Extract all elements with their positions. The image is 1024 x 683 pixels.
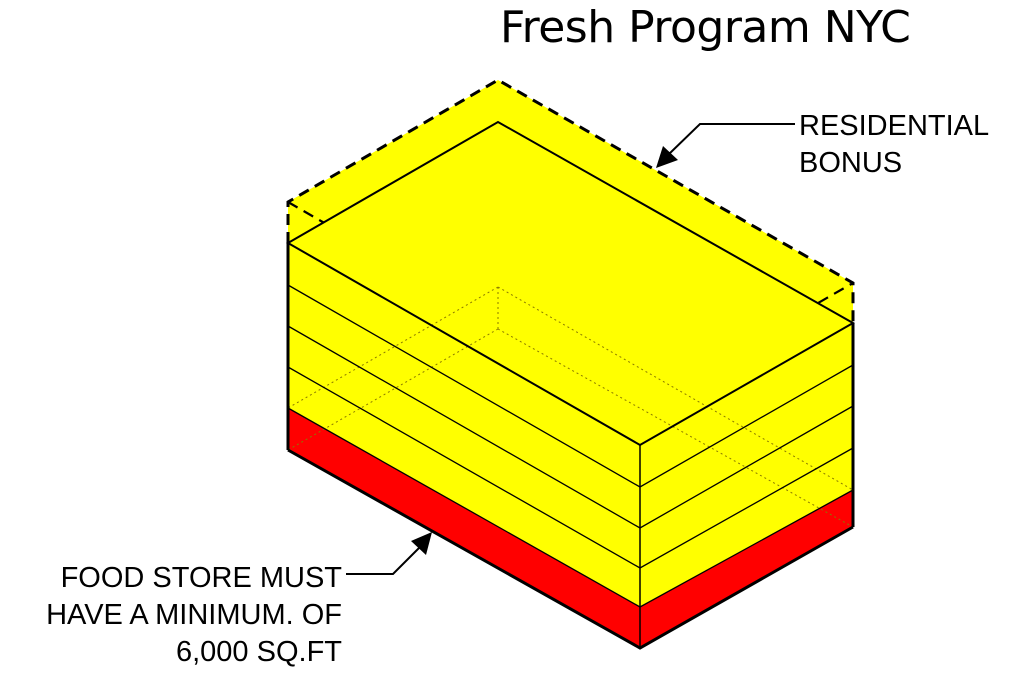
hidden-edges xyxy=(287,286,854,528)
building-outline xyxy=(286,243,855,650)
residential-bonus-label: RESIDENTIAL BONUS xyxy=(799,108,989,182)
residential-floors xyxy=(288,122,853,607)
food-store-arrow xyxy=(346,532,432,575)
residential-bonus-label-line1: RESIDENTIAL xyxy=(799,110,990,142)
food-store-label-line3: 6,000 SQ.FT xyxy=(175,636,342,668)
diagram-title: Fresh Program NYC xyxy=(500,2,911,53)
residential-bonus-label-line2: BONUS xyxy=(799,147,903,179)
food-store-base xyxy=(288,408,853,648)
food-store-label-line1: FOOD STORE MUST xyxy=(60,562,342,594)
food-store-label-line2: HAVE A MINIMUM. OF xyxy=(46,599,342,631)
food-store-label: FOOD STORE MUST HAVE A MINIMUM. OF 6,000… xyxy=(46,560,342,671)
residential-bonus-arrow xyxy=(656,123,795,168)
